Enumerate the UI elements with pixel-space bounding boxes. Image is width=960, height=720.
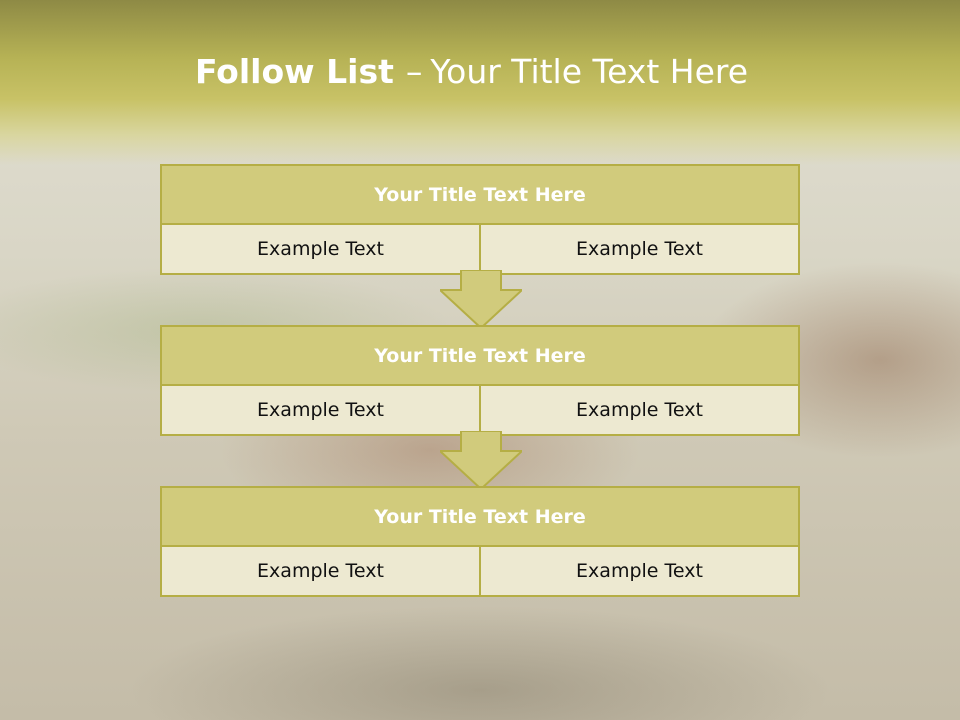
step-row: Example Text Example Text bbox=[162, 386, 798, 434]
step-cell-right: Example Text bbox=[479, 225, 798, 273]
step-cell-right: Example Text bbox=[479, 547, 798, 595]
header-band bbox=[0, 0, 960, 165]
step-heading: Your Title Text Here bbox=[162, 327, 798, 386]
down-arrow-icon bbox=[440, 431, 522, 491]
down-arrow-icon bbox=[440, 270, 522, 330]
slide-title: Follow List–Your Title Text Here bbox=[0, 52, 943, 91]
title-bold: Follow List bbox=[194, 52, 394, 91]
step-block-3: Your Title Text Here Example Text Exampl… bbox=[160, 486, 800, 597]
step-heading: Your Title Text Here bbox=[162, 166, 798, 225]
step-row: Example Text Example Text bbox=[162, 225, 798, 273]
step-cell-left: Example Text bbox=[162, 225, 479, 273]
step-heading: Your Title Text Here bbox=[162, 488, 798, 547]
step-cell-right: Example Text bbox=[479, 386, 798, 434]
step-cell-left: Example Text bbox=[162, 386, 479, 434]
title-rest: Your Title Text Here bbox=[430, 52, 749, 91]
step-cell-left: Example Text bbox=[162, 547, 479, 595]
step-block-2: Your Title Text Here Example Text Exampl… bbox=[160, 325, 800, 436]
step-row: Example Text Example Text bbox=[162, 547, 798, 595]
title-separator: – bbox=[405, 52, 423, 91]
step-block-1: Your Title Text Here Example Text Exampl… bbox=[160, 164, 800, 275]
